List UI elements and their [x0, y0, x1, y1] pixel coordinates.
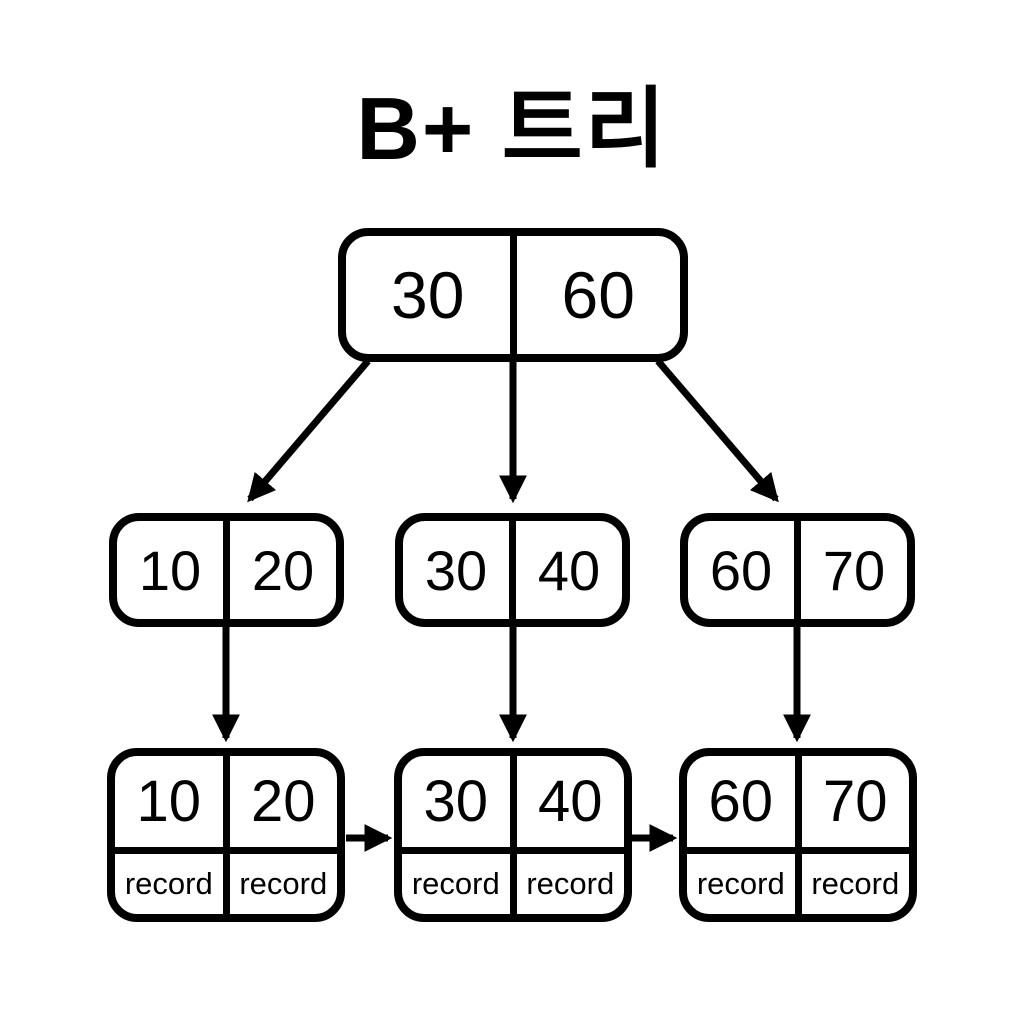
diagram-title: B+ 트리 [356, 79, 668, 178]
leaf-key-cell: 60 [708, 769, 773, 834]
edge-root-to-left-child [247, 358, 371, 503]
leaf-key-cell: 20 [222, 756, 338, 847]
leaf-key-row: 10 20 [115, 756, 337, 847]
leaf-record-row: record record [687, 847, 909, 914]
internal-key-cell: 10 [138, 538, 202, 602]
record-cell: record [794, 854, 910, 914]
record-cell: record [411, 866, 500, 901]
record-cell: record [509, 854, 625, 914]
leaf-node-middle: 30 40 record record [394, 748, 632, 922]
record-cell: record [124, 866, 213, 901]
leaf-node-right: 60 70 record record [679, 748, 917, 922]
internal-node-right: 60 70 [680, 513, 915, 627]
leaf-key-cell: 10 [136, 769, 201, 834]
leaf-key-cell: 40 [509, 756, 625, 847]
internal-key-cell: 70 [794, 521, 907, 619]
root-key-cell: 60 [509, 236, 681, 354]
internal-key-cell: 60 [709, 538, 773, 602]
root-key-cell: 30 [391, 258, 465, 332]
record-cell: record [696, 866, 785, 901]
leaf-record-row: record record [115, 847, 337, 914]
root-node: 30 60 [338, 228, 688, 362]
leaf-node-left: 10 20 record record [107, 748, 345, 922]
leaf-key-cell: 70 [794, 756, 910, 847]
leaf-key-row: 60 70 [687, 756, 909, 847]
internal-key-cell: 30 [424, 538, 488, 602]
internal-key-cell: 20 [223, 521, 336, 619]
leaf-record-row: record record [402, 847, 624, 914]
edge-root-to-right-child [655, 358, 779, 503]
record-cell: record [222, 854, 338, 914]
internal-node-middle: 30 40 [395, 513, 630, 627]
internal-key-cell: 40 [509, 521, 622, 619]
internal-node-left: 10 20 [109, 513, 344, 627]
leaf-key-row: 30 40 [402, 756, 624, 847]
leaf-key-cell: 30 [423, 769, 488, 834]
